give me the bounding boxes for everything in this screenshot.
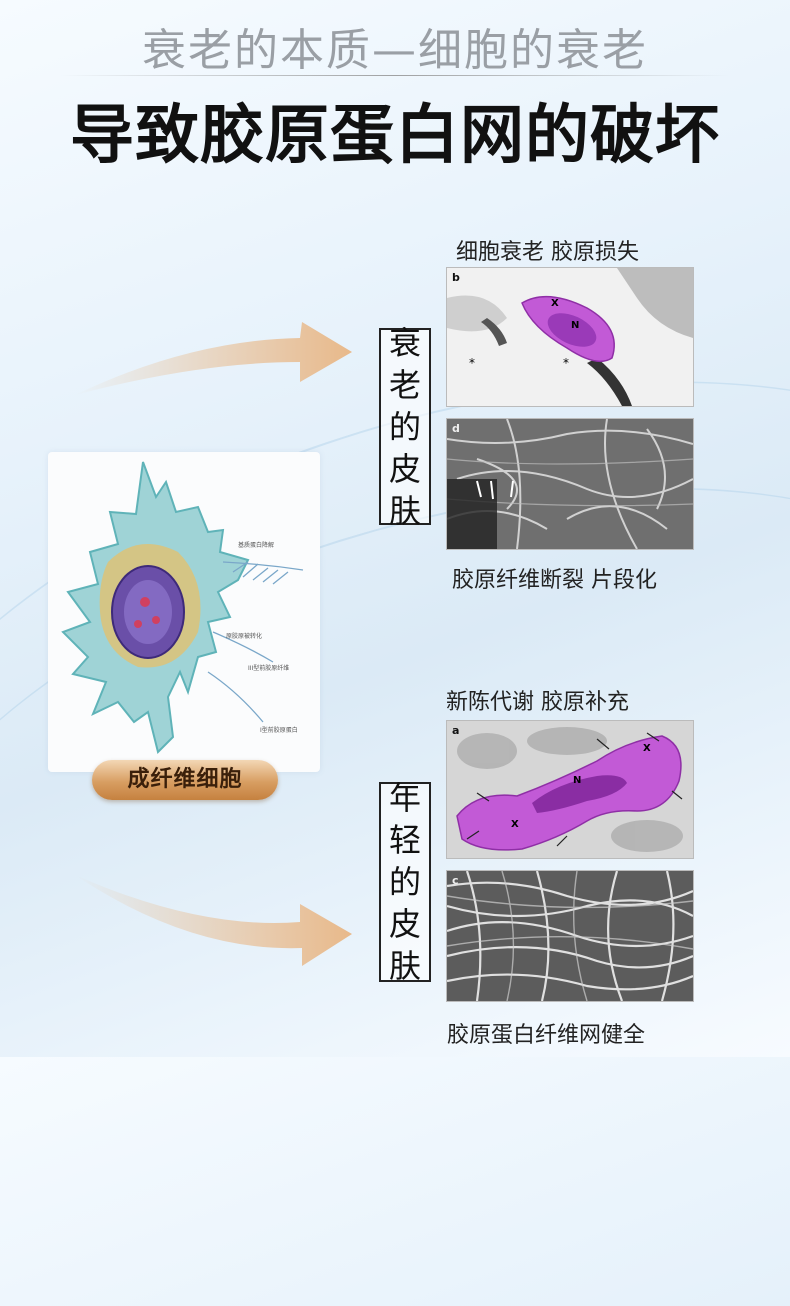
label-char: 的	[388, 863, 421, 901]
label-char: 的	[388, 407, 421, 446]
label-char: 老	[388, 365, 421, 404]
panel-letter-c: c	[452, 874, 459, 887]
label-char: 肤	[388, 491, 421, 530]
micrograph-young-cell: a X N X	[446, 720, 694, 859]
panel-letter-b: b	[452, 271, 460, 284]
page-title: 导致胶原蛋白网的破坏	[70, 99, 720, 173]
title-divider	[60, 75, 730, 76]
page-subtitle: 衰老的本质—细胞的衰老	[142, 25, 648, 76]
aged-caption-top: 细胞衰老 胶原损失	[456, 240, 639, 265]
aged-caption-bottom: 胶原纤维断裂 片段化	[452, 568, 657, 593]
label-char: 轻	[388, 821, 421, 859]
young-skin-label: 年 轻 的 皮 肤	[379, 779, 431, 985]
label-char: 衰	[388, 323, 421, 362]
mark-x: X	[511, 819, 519, 830]
mark-asterisk: *	[563, 356, 569, 370]
mark-n: N	[571, 320, 580, 331]
young-caption-top: 新陈代谢 胶原补充	[446, 690, 629, 715]
aged-skin-label: 衰 老 的 皮 肤	[379, 324, 431, 530]
mark-x: X	[643, 743, 651, 754]
panel-letter-d: d	[452, 422, 460, 435]
mark-n: N	[573, 775, 582, 786]
annotation-type1: I型前胶原蛋白	[260, 726, 298, 734]
fibroblast-cell-icon: 基质蛋白降解 原胶原被转化 III型前胶原纤维 I型前胶原蛋白	[61, 461, 304, 754]
fibroblast-label: 成纤维细胞	[92, 760, 278, 800]
mark-asterisk: *	[469, 356, 475, 370]
label-char: 皮	[388, 449, 421, 488]
micrograph-young-fibers: c	[446, 870, 694, 1002]
arrow-to-young-icon	[75, 875, 352, 966]
young-caption-bottom: 胶原蛋白纤维网健全	[447, 1023, 646, 1048]
label-char: 年	[388, 779, 421, 817]
annotation-degradation: 基质蛋白降解	[238, 541, 274, 549]
panel-letter-a: a	[452, 724, 460, 737]
label-char: 肤	[388, 947, 421, 985]
micrograph-aged-fibers: d	[446, 418, 694, 550]
label-char: 皮	[388, 905, 421, 943]
micrograph-aged-cell: b X N * *	[446, 267, 694, 407]
annotation-type3: III型前胶原纤维	[248, 664, 289, 672]
annotation-conversion: 原胶原被转化	[226, 632, 262, 640]
mark-x: X	[551, 298, 559, 309]
fibroblast-illustration: 基质蛋白降解 原胶原被转化 III型前胶原纤维 I型前胶原蛋白	[48, 452, 320, 772]
arrow-to-aged-icon	[75, 322, 352, 395]
